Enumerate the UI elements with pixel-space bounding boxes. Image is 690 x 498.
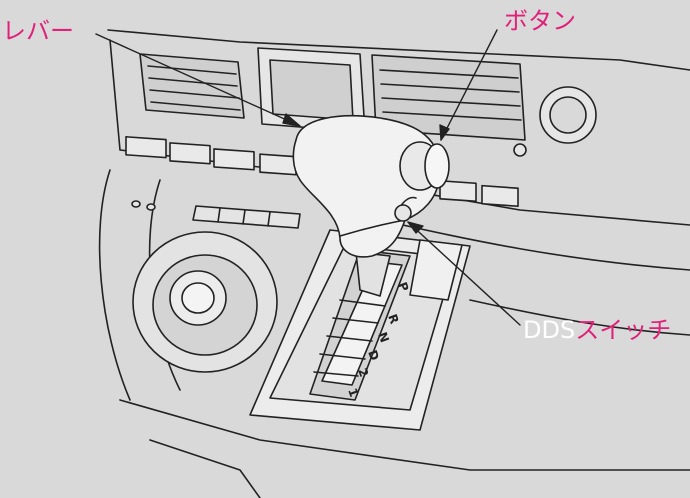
label-dds-suffix: スイッチ — [575, 316, 672, 344]
control-button-row — [125, 136, 519, 208]
gate-letter-d: D — [365, 348, 382, 362]
leader-lines — [95, 29, 521, 326]
shift-knob-button — [399, 141, 450, 191]
right-air-vent — [371, 54, 526, 141]
shift-lever-stalk — [355, 251, 391, 297]
gate-letter-n: N — [375, 330, 392, 344]
shift-gate-plate — [249, 229, 471, 431]
left-air-vent — [139, 53, 245, 119]
leader-line-dds — [407, 221, 521, 326]
label-button: ボタン — [504, 7, 576, 35]
leader-line-lever — [95, 33, 301, 127]
label-dds-prefix: DDS — [523, 316, 576, 344]
small-indicator — [513, 143, 527, 157]
console-bottom-line — [119, 399, 690, 471]
dashboard-upper-outline — [107, 29, 690, 71]
small-round-buttons — [131, 200, 156, 211]
climate-rotary-knob — [132, 231, 278, 373]
switch-strip — [192, 205, 301, 229]
leader-line-button — [440, 29, 498, 141]
console-bottom-line-2 — [149, 439, 261, 498]
console-sweep-2 — [469, 299, 690, 336]
label-lever: レバー — [2, 17, 74, 45]
lower-dash-contour — [98, 169, 131, 401]
dds-switch — [394, 204, 412, 222]
center-display — [257, 47, 366, 133]
label-dds-switch: DDSスイッチ — [523, 318, 671, 342]
gate-letter-r: R — [385, 312, 401, 325]
